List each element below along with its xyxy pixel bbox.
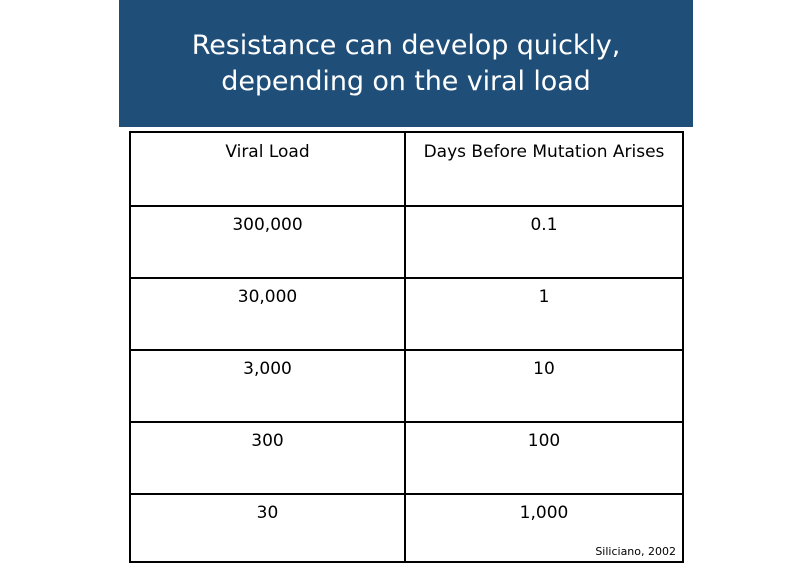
title-banner: Resistance can develop quickly, dependin…	[119, 0, 693, 127]
source-citation: Siliciano, 2002	[595, 545, 676, 558]
cell-viral-load: 3,000	[129, 349, 406, 423]
cell-days: 0.1	[404, 205, 684, 279]
viral-load-table: Viral Load Days Before Mutation Arises 3…	[129, 131, 684, 563]
table-row: 30 1,000 Siliciano, 2002	[129, 493, 684, 563]
column-header-viral-load: Viral Load	[129, 131, 406, 207]
cell-days-with-citation: 1,000 Siliciano, 2002	[404, 493, 684, 563]
table-row: 300,000 0.1	[129, 205, 684, 279]
table-row: 3,000 10	[129, 349, 684, 423]
cell-days-value: 1,000	[519, 503, 569, 523]
table-header-row: Viral Load Days Before Mutation Arises	[129, 131, 684, 207]
cell-viral-load: 300	[129, 421, 406, 495]
cell-viral-load: 30	[129, 493, 406, 563]
table-row: 30,000 1	[129, 277, 684, 351]
cell-days: 1	[404, 277, 684, 351]
cell-days: 10	[404, 349, 684, 423]
cell-viral-load: 30,000	[129, 277, 406, 351]
cell-viral-load: 300,000	[129, 205, 406, 279]
column-header-days-before-mutation: Days Before Mutation Arises	[404, 131, 684, 207]
table-row: 300 100	[129, 421, 684, 495]
cell-days: 100	[404, 421, 684, 495]
page-title: Resistance can develop quickly, dependin…	[191, 29, 621, 97]
slide-canvas: Resistance can develop quickly, dependin…	[119, 0, 693, 563]
